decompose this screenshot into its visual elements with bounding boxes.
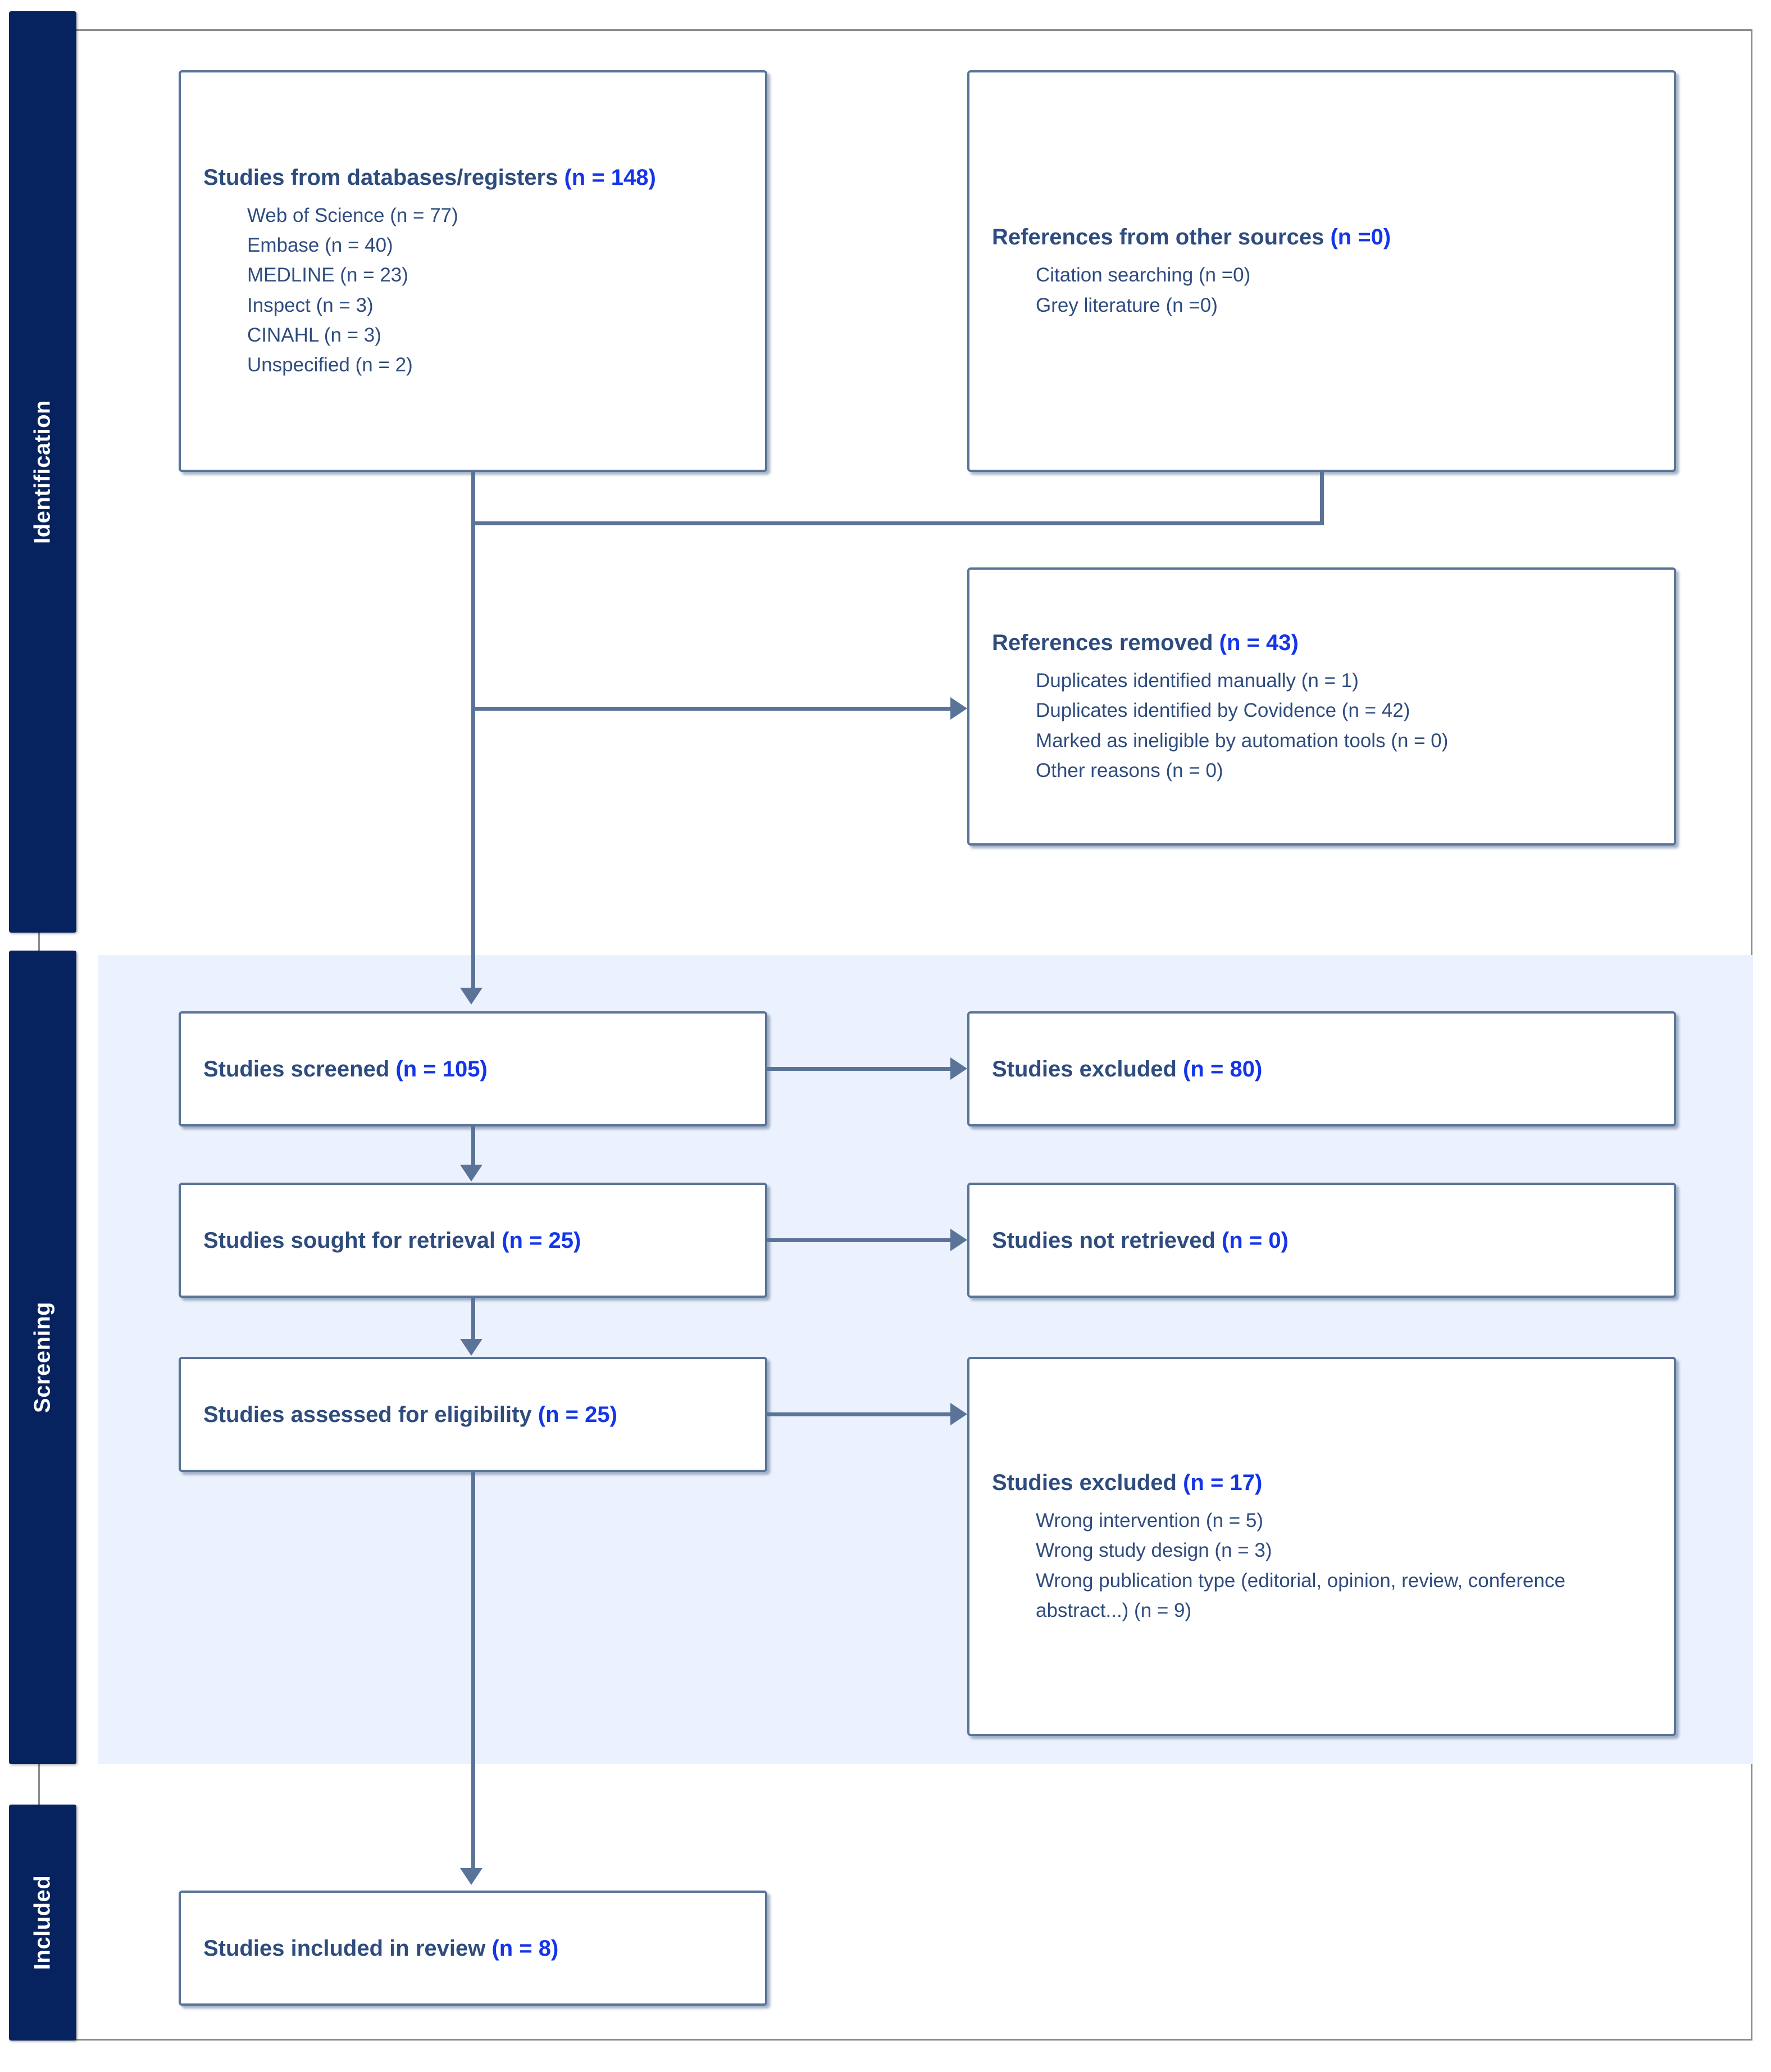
box-title-text: References from other sources xyxy=(992,225,1331,250)
stage-rail-identification: Identification xyxy=(9,11,76,933)
box-count: (n = 8) xyxy=(491,1935,559,1961)
box-item-list: Wrong intervention (n = 5) Wrong study d… xyxy=(992,1506,1651,1625)
box-title: Studies not retrieved (n = 0) xyxy=(992,1225,1651,1256)
connector-sought-to-notretrieved xyxy=(767,1238,950,1242)
arrowhead-to-screened xyxy=(460,988,482,1005)
connector-assessed-to-included xyxy=(471,1472,475,1868)
stage-label-identification: Identification xyxy=(30,400,55,544)
list-item: Other reasons (n = 0) xyxy=(1036,759,1223,781)
box-count: (n = 17) xyxy=(1183,1470,1263,1496)
arrowhead-to-sought xyxy=(460,1165,482,1182)
box-item-list: Duplicates identified manually (n = 1) D… xyxy=(992,666,1651,785)
list-item: Unspecified (n = 2) xyxy=(247,353,413,376)
connector-trunk-to-screened xyxy=(471,521,475,988)
box-title-text: References removed xyxy=(992,630,1219,656)
box-count: (n =0) xyxy=(1330,225,1391,250)
connector-sought-to-assessed xyxy=(471,1298,475,1339)
box-title-text: Studies assessed for eligibility xyxy=(203,1402,538,1427)
box-item-list: Web of Science (n = 77) Embase (n = 40) … xyxy=(203,201,743,380)
box-title-text: Studies excluded xyxy=(992,1056,1183,1082)
box-count: (n = 0) xyxy=(1221,1228,1289,1253)
arrowhead-to-references-removed xyxy=(950,697,967,720)
arrowhead-to-not-retrieved xyxy=(950,1229,967,1251)
list-item: Duplicates identified manually (n = 1) xyxy=(1036,670,1359,692)
box-studies-assessed-for-eligibility[interactable]: Studies assessed for eligibility (n = 25… xyxy=(179,1357,767,1472)
box-references-from-other-sources[interactable]: References from other sources (n =0) Cit… xyxy=(967,70,1676,472)
list-item: Embase (n = 40) xyxy=(247,234,393,257)
list-item: Citation searching (n =0) xyxy=(1036,264,1251,287)
box-studies-not-retrieved[interactable]: Studies not retrieved (n = 0) xyxy=(967,1183,1676,1298)
stage-rail-included: Included xyxy=(9,1805,76,2041)
box-studies-from-databases[interactable]: Studies from databases/registers (n = 14… xyxy=(179,70,767,472)
stage-label-included: Included xyxy=(30,1875,55,1970)
box-title: Studies sought for retrieval (n = 25) xyxy=(203,1225,743,1256)
connector-to-references-removed xyxy=(471,707,950,711)
connector-merge-bar xyxy=(471,521,1324,525)
box-title: Studies excluded (n = 17) xyxy=(992,1467,1651,1498)
list-item: Wrong intervention (n = 5) xyxy=(1036,1510,1263,1532)
connector-screened-to-excluded xyxy=(767,1067,950,1071)
box-item-list: Citation searching (n =0) Grey literatur… xyxy=(992,260,1651,320)
box-title-text: Studies excluded xyxy=(992,1470,1183,1496)
box-count: (n = 80) xyxy=(1183,1056,1263,1082)
box-title: Studies screened (n = 105) xyxy=(203,1054,743,1084)
box-title: Studies assessed for eligibility (n = 25… xyxy=(203,1399,743,1430)
box-title-text: Studies included in review xyxy=(203,1935,492,1961)
box-count: (n = 148) xyxy=(564,165,656,190)
box-studies-sought-for-retrieval[interactable]: Studies sought for retrieval (n = 25) xyxy=(179,1183,767,1298)
box-title-text: Studies from databases/registers xyxy=(203,165,564,190)
list-item: Wrong study design (n = 3) xyxy=(1036,1539,1272,1562)
connector-othersources-down xyxy=(1320,472,1324,525)
box-title: Studies included in review (n = 8) xyxy=(203,1933,743,1964)
list-item: Web of Science (n = 77) xyxy=(247,204,458,226)
list-item: Marked as ineligible by automation tools… xyxy=(1036,729,1449,752)
list-item: Duplicates identified by Covidence (n = … xyxy=(1036,699,1410,722)
connector-assessed-to-excluded17 xyxy=(767,1412,950,1416)
list-item: MEDLINE (n = 23) xyxy=(247,264,408,287)
box-title: References removed (n = 43) xyxy=(992,628,1651,658)
box-count: (n = 43) xyxy=(1219,630,1299,656)
box-title: Studies excluded (n = 80) xyxy=(992,1054,1651,1084)
box-studies-excluded-eligibility[interactable]: Studies excluded (n = 17) Wrong interven… xyxy=(967,1357,1676,1736)
box-studies-excluded-screening[interactable]: Studies excluded (n = 80) xyxy=(967,1011,1676,1126)
list-item: Wrong publication type (editorial, opini… xyxy=(1036,1569,1565,1621)
box-title: Studies from databases/registers (n = 14… xyxy=(203,162,743,193)
list-item: CINAHL (n = 3) xyxy=(247,324,381,346)
box-title-text: Studies screened xyxy=(203,1056,396,1082)
list-item: Inspect (n = 3) xyxy=(247,294,374,316)
arrowhead-to-included xyxy=(460,1868,482,1885)
stage-label-screening: Screening xyxy=(30,1302,55,1413)
box-title-text: Studies sought for retrieval xyxy=(203,1228,502,1253)
box-count: (n = 105) xyxy=(395,1056,488,1082)
arrowhead-to-assessed xyxy=(460,1339,482,1356)
connector-screened-to-sought xyxy=(471,1126,475,1165)
box-count: (n = 25) xyxy=(502,1228,581,1253)
box-studies-included-in-review[interactable]: Studies included in review (n = 8) xyxy=(179,1891,767,2006)
box-references-removed[interactable]: References removed (n = 43) Duplicates i… xyxy=(967,567,1676,846)
box-count: (n = 25) xyxy=(538,1402,617,1427)
list-item: Grey literature (n =0) xyxy=(1036,294,1218,316)
box-title: References from other sources (n =0) xyxy=(992,222,1651,252)
stage-rail-screening: Screening xyxy=(9,951,76,1764)
box-title-text: Studies not retrieved xyxy=(992,1228,1222,1253)
arrowhead-to-excluded-17 xyxy=(950,1403,967,1425)
arrowhead-to-excluded-80 xyxy=(950,1057,967,1080)
connector-databases-down xyxy=(471,472,475,525)
box-studies-screened[interactable]: Studies screened (n = 105) xyxy=(179,1011,767,1126)
